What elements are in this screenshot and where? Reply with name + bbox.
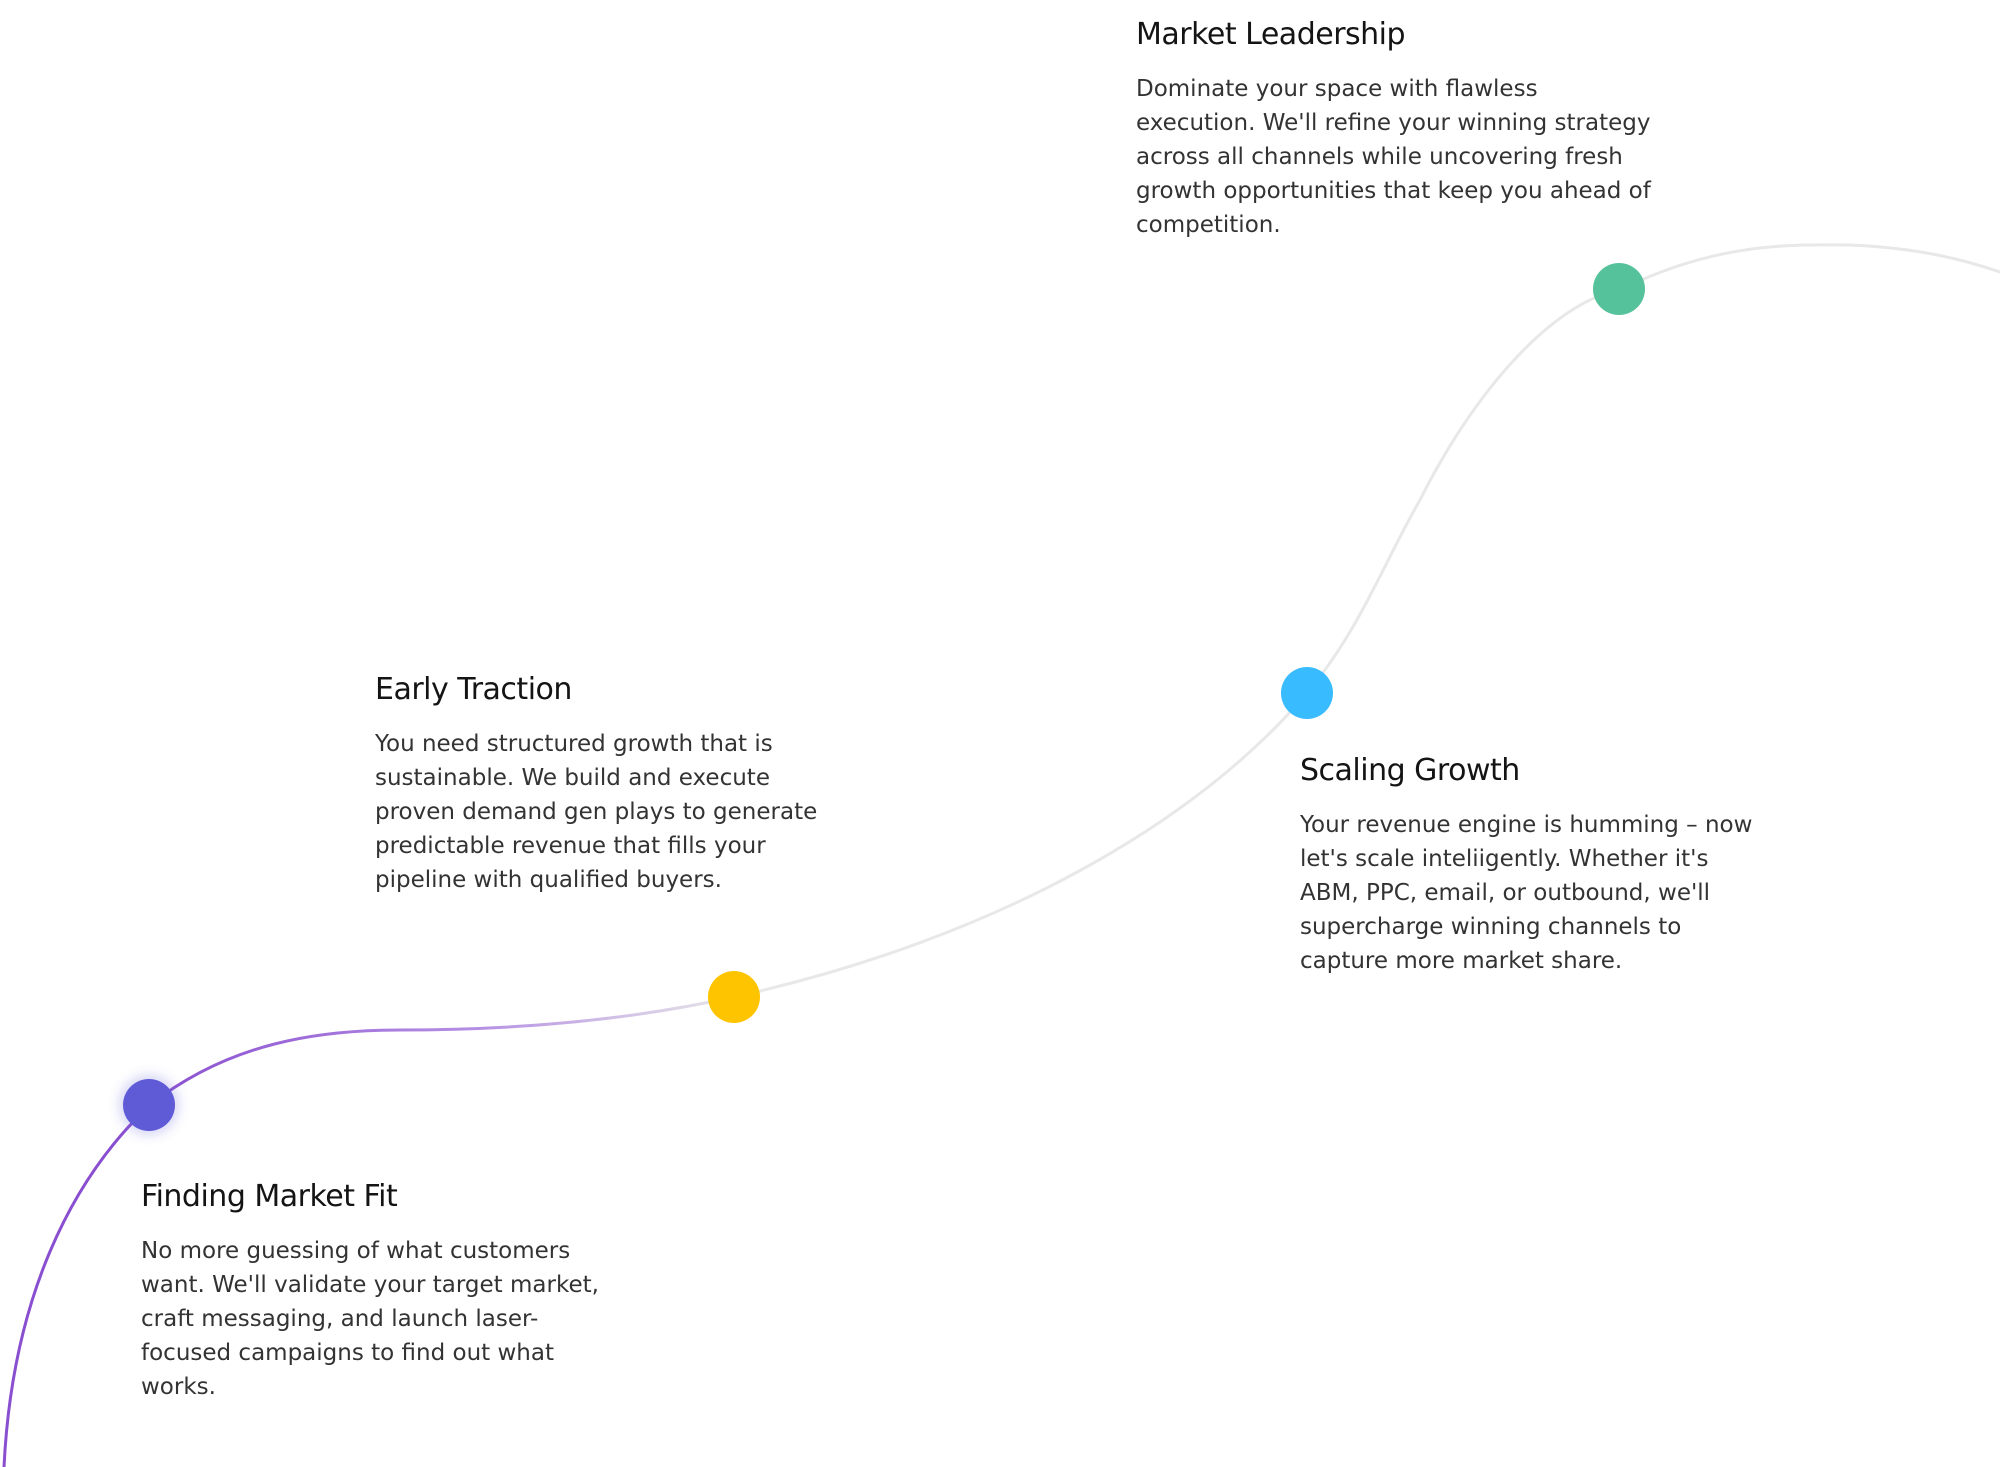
dot-scaling-growth (1281, 667, 1333, 719)
journey-path-purple-start (2, 1103, 152, 1467)
stage-scaling-growth: Scaling Growth Your revenue engine is hu… (1300, 752, 1760, 978)
stage-title: Scaling Growth (1300, 753, 1520, 788)
dot-market-leadership (1593, 263, 1645, 315)
stage-description: Dominate your space with flawless execut… (1136, 75, 1651, 238)
stage-description: You need structured growth that is susta… (375, 730, 818, 893)
dot-early-traction (708, 971, 760, 1023)
journey-path-purple-transition (148, 995, 736, 1107)
stage-description: Your revenue engine is humming – now let… (1300, 811, 1753, 974)
journey-path-gray (732, 243, 2000, 999)
stage-finding-market-fit: Finding Market Fit No more guessing of w… (141, 1178, 601, 1404)
stage-description: No more guessing of what customers want.… (141, 1237, 599, 1400)
stage-title: Market Leadership (1136, 17, 1406, 52)
stage-title: Early Traction (375, 672, 572, 707)
stage-title: Finding Market Fit (141, 1179, 398, 1214)
stage-market-leadership: Market Leadership Dominate your space wi… (1136, 16, 1656, 242)
stage-early-traction: Early Traction You need structured growt… (375, 671, 835, 897)
dot-finding-market-fit (123, 1079, 175, 1131)
